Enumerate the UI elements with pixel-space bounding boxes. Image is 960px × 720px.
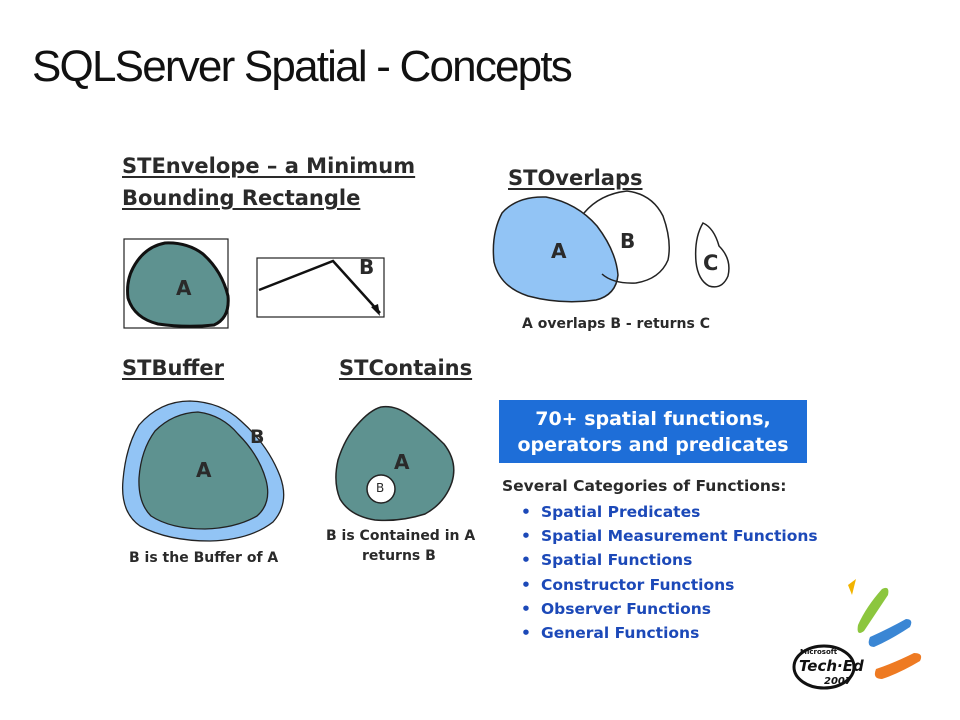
list-item: • Spatial Measurement Functions: [521, 524, 818, 548]
overlaps-label-b: B: [620, 229, 636, 253]
stcontains-heading: STContains: [339, 356, 473, 380]
overlaps-polygon-c: [694, 222, 730, 288]
buffer-label-a: A: [196, 458, 212, 482]
contains-polygon-a: [335, 405, 455, 522]
stbuffer-heading: STBuffer: [122, 356, 225, 380]
bullet-icon: •: [521, 551, 531, 570]
overlaps-caption: A overlaps B - returns C: [522, 316, 710, 332]
overlaps-polygon-a: [492, 196, 619, 303]
list-item: • Spatial Functions: [521, 548, 818, 572]
teched-badge-icon: Microsoft Tech·Ed 2007: [792, 644, 864, 690]
functions-banner: 70+ spatial functions, operators and pre…: [499, 400, 807, 463]
slide-title: SQLServer Spatial - Concepts: [32, 42, 573, 91]
stenvelope-heading-line1: STEnvelope – a Minimum: [122, 154, 416, 178]
buffer-caption: B is the Buffer of A: [129, 550, 279, 566]
crayon-strokes-icon: [848, 579, 922, 679]
logo-year: 2007: [824, 676, 852, 687]
bullet-icon: •: [521, 575, 531, 594]
bullet-icon: •: [521, 623, 531, 642]
envelope-line-rect: [256, 257, 385, 318]
contains-label-b: B: [376, 481, 385, 495]
functions-banner-line2: operators and predicates: [517, 434, 789, 456]
functions-banner-line1: 70+ spatial functions,: [535, 408, 771, 430]
overlaps-polygon-b: [583, 190, 670, 284]
list-item: • General Functions: [521, 621, 818, 645]
buffer-polygon-a: [138, 411, 269, 530]
stoverlaps-heading: STOverlaps: [508, 166, 643, 190]
overlaps-label-c: C: [703, 251, 719, 275]
contains-label-a: A: [394, 450, 410, 474]
bullet-icon: •: [521, 527, 531, 546]
contains-polygon-b: [366, 474, 396, 504]
contains-caption-line2: returns B: [362, 548, 436, 564]
envelope-arrowhead: [371, 304, 380, 316]
list-item: • Spatial Predicates: [521, 500, 818, 524]
envelope-polygon-a: [126, 241, 230, 328]
list-item-label: Constructor Functions: [541, 575, 735, 594]
logo-brand: Microsoft: [800, 648, 838, 656]
stenvelope-heading-line2: Bounding Rectangle: [122, 186, 361, 210]
contains-caption-line1: B is Contained in A: [326, 528, 476, 544]
list-item-label: Observer Functions: [541, 599, 712, 618]
functions-list: • Spatial Predicates • Spatial Measurement…: [521, 500, 818, 645]
bullet-icon: •: [521, 599, 531, 618]
buffer-label-b: B: [250, 426, 265, 448]
teched-logo: Microsoft Tech·Ed 2007: [792, 579, 922, 690]
list-item-label: Spatial Predicates: [541, 503, 701, 521]
functions-header: Several Categories of Functions:: [502, 477, 787, 495]
list-item: • Constructor Functions: [521, 573, 818, 597]
list-item-label: Spatial Measurement Functions: [541, 527, 818, 546]
overlaps-label-a: A: [551, 239, 567, 263]
envelope-label-b: B: [359, 255, 375, 279]
bullet-icon: •: [521, 503, 531, 521]
envelope-label-a: A: [176, 276, 192, 300]
list-item-label: Spatial Functions: [541, 551, 693, 570]
envelope-bounding-rect: [123, 238, 229, 329]
list-item: • Observer Functions: [521, 597, 818, 621]
logo-name: Tech·Ed: [799, 657, 864, 675]
envelope-linestring-b: [258, 259, 381, 314]
list-item-label: General Functions: [541, 623, 700, 642]
